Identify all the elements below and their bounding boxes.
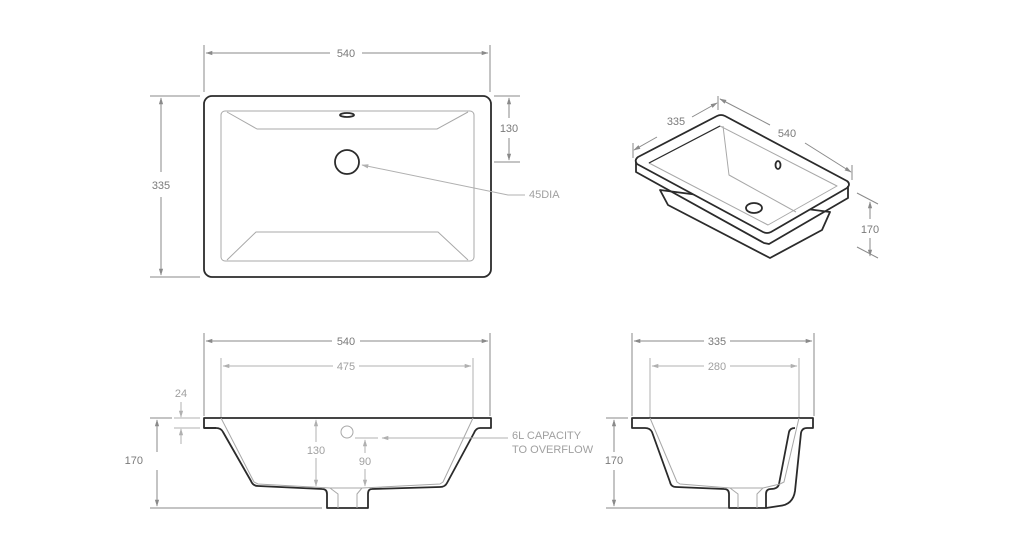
iso-overflow-icon (774, 160, 782, 170)
front-view: 540 475 24 170 130 90 (125, 333, 594, 509)
side-inner-width-label: 280 (708, 361, 726, 373)
drain-icon (334, 149, 360, 175)
top-depth-label: 335 (152, 180, 170, 192)
top-width-label: 540 (337, 48, 355, 60)
front-basin-outline (203, 417, 492, 509)
bowl-depth-label: 130 (307, 445, 325, 457)
iso-depth-label: 335 (667, 116, 685, 128)
front-width-label: 540 (337, 336, 355, 348)
top-view: 540 335 130 45DIA (150, 45, 560, 278)
drain-offset-label: 130 (500, 123, 518, 135)
top-basin-outline (203, 95, 492, 278)
side-basin-outline (631, 417, 814, 509)
capacity-label-line2: TO OVERFLOW (512, 444, 594, 456)
capacity-label-line1: 6L CAPACITY (512, 430, 582, 442)
drain-diameter-label: 45DIA (529, 189, 560, 201)
side-view: 335 280 170 (605, 333, 815, 509)
iso-width-label: 540 (778, 128, 796, 140)
side-height-label: 170 (605, 455, 623, 467)
iso-height-label: 170 (861, 224, 879, 236)
rim-thickness-label: 24 (175, 388, 187, 400)
front-inner-width-label: 475 (337, 361, 355, 373)
isometric-view: 335 540 170 (632, 96, 879, 259)
front-overflow-icon (340, 425, 354, 439)
front-height-label: 170 (125, 455, 143, 467)
side-width-label: 335 (708, 336, 726, 348)
overflow-height-label: 90 (359, 456, 371, 468)
iso-drain-icon (745, 202, 763, 214)
overflow-icon (339, 112, 355, 118)
